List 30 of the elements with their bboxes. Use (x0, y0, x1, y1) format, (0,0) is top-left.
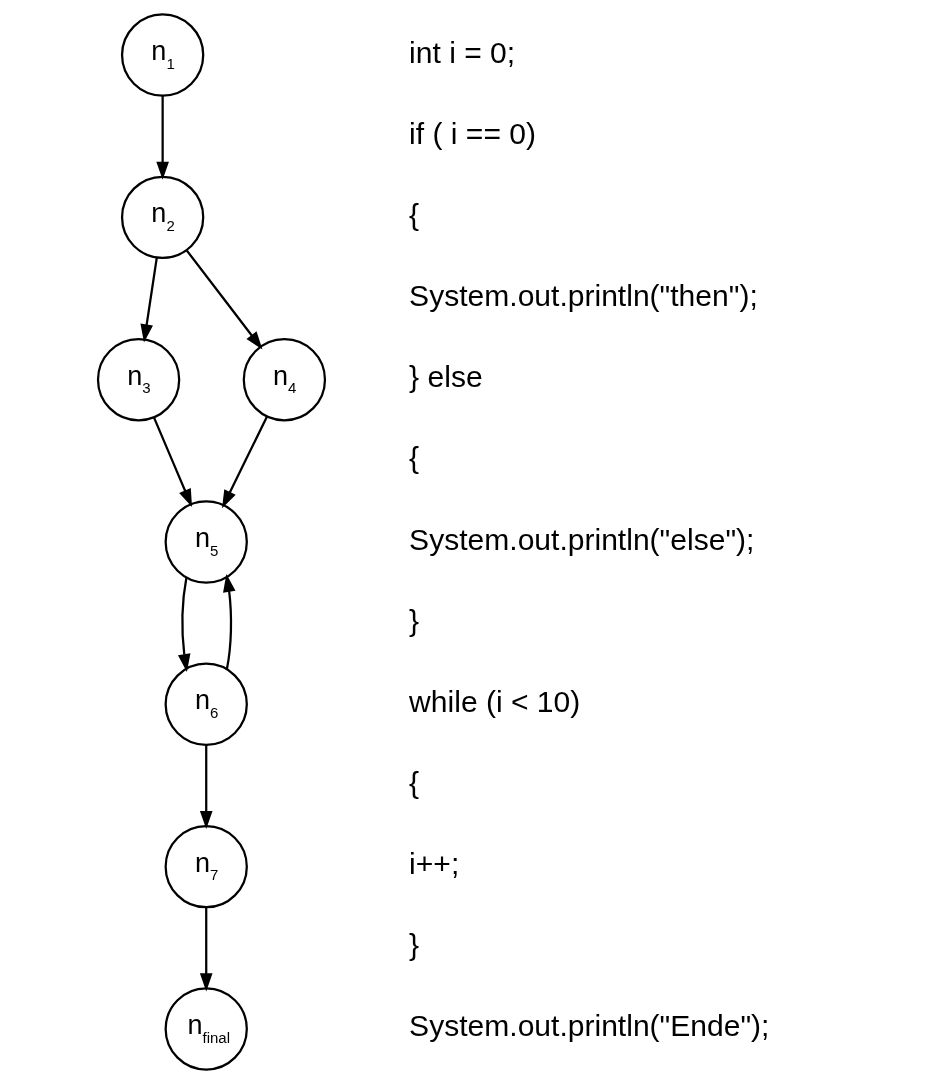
node-circle: n$_{2}$ (120, 175, 205, 260)
node-circle: n$_{6}$ (164, 662, 248, 747)
node-circle: n$_{4}$ (242, 337, 327, 422)
arrow (140, 257, 158, 343)
node-circle: n$_{5}$ (164, 500, 248, 584)
label: { (409, 441, 420, 475)
label: if ( i == 0) (409, 116, 537, 150)
arrow (199, 745, 213, 830)
arrow (185, 249, 263, 350)
node-circle: n$_{final}$ (164, 987, 248, 1071)
label: System.out.println("else"); (409, 522, 755, 556)
arrow (156, 95, 169, 180)
label: int i = 0; (409, 35, 516, 69)
arrow (222, 416, 269, 509)
label: i++; (409, 847, 460, 881)
label: while (i < 10) (409, 684, 581, 718)
label: } (409, 603, 420, 637)
node-circle: n$_{1}$ (120, 13, 205, 97)
arrow (177, 577, 191, 673)
label: { (409, 197, 420, 231)
label: } else (409, 360, 483, 394)
label: } (409, 928, 420, 962)
node-circle: n$_{7}$ (164, 824, 248, 909)
arrow (199, 907, 213, 992)
arrow (223, 573, 236, 670)
node-circle: n$_{3}$ (96, 337, 181, 422)
label: System.out.println("Ende"); (409, 1009, 770, 1043)
label: { (409, 765, 420, 799)
arrow (152, 416, 193, 508)
label: System.out.println("then"); (409, 279, 758, 313)
